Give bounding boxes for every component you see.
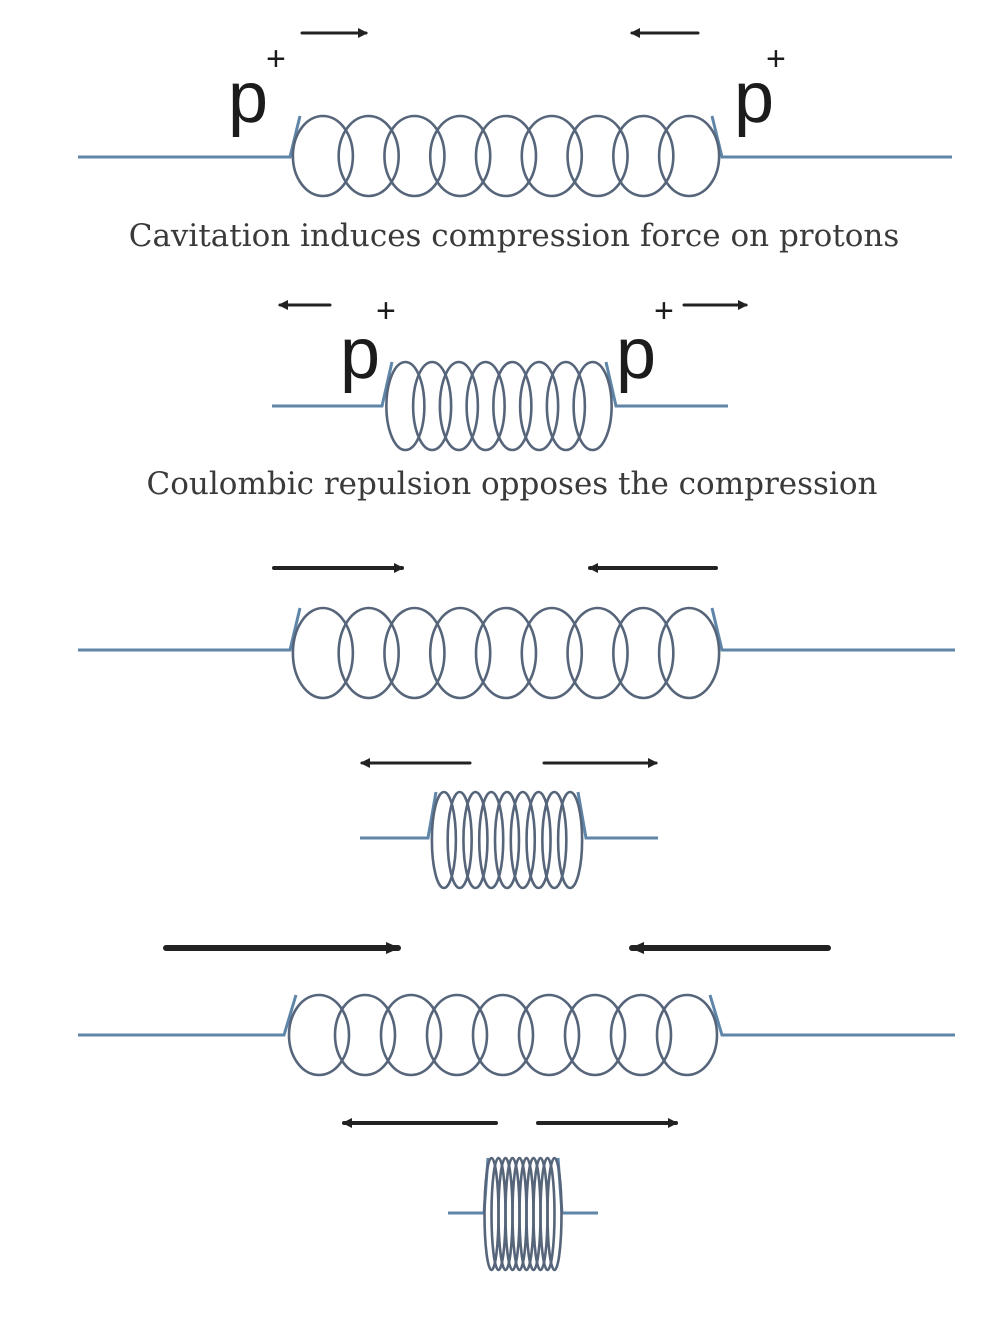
coil-loop [465, 360, 506, 452]
coil-loop [428, 114, 492, 198]
coil-loop [493, 790, 521, 890]
coil-loop [462, 790, 489, 890]
spring-1-relaxed [78, 114, 952, 198]
coil-loop [287, 993, 351, 1077]
coil-loop [446, 790, 473, 890]
coil-loop [657, 606, 721, 700]
spring-3-relaxed [78, 993, 955, 1077]
spring-2-relaxed [78, 606, 955, 700]
coil-loop [566, 606, 629, 700]
wire-left [78, 115, 302, 159]
caption-repulsion: Coulombic repulsion opposes the compress… [147, 466, 878, 502]
proton-charge: + [766, 40, 786, 78]
coil-loop [383, 606, 446, 700]
proton-symbol: p [616, 314, 656, 394]
coil-loop [385, 360, 426, 452]
coil-loop [428, 606, 492, 700]
proton-charge: + [376, 292, 396, 330]
wire-left [272, 361, 394, 408]
panel-2-repulsion: p + p + Coulombic repulsion opposes the … [147, 292, 878, 502]
spring-2-compressed [360, 790, 658, 890]
panel-3 [78, 563, 955, 890]
spring-3-compressed [448, 1156, 598, 1272]
coil-loop [438, 360, 480, 452]
wire-right [556, 1157, 598, 1215]
wire-left [78, 607, 302, 652]
panel-4 [78, 942, 955, 1272]
wire-right [604, 361, 728, 408]
coil-loop [337, 606, 400, 700]
coil-loop [563, 993, 627, 1077]
coil-loop [471, 993, 535, 1077]
coil-loop [517, 993, 581, 1077]
coil-loop [609, 993, 673, 1077]
coil-loop [383, 114, 446, 198]
coil-loop [556, 790, 584, 890]
coil-loop [291, 606, 355, 700]
coil-loop [566, 114, 629, 198]
coil-loop [655, 993, 719, 1077]
coil-loop [509, 790, 537, 890]
coil-loop [657, 114, 721, 198]
proton-symbol: p [734, 58, 774, 138]
proton-symbol: p [228, 58, 268, 138]
coil-loop [291, 114, 355, 198]
coil-loop [545, 360, 587, 452]
coil-loop [541, 790, 568, 890]
wire-right [708, 994, 955, 1037]
wire-left [78, 994, 298, 1037]
coil-loop [492, 360, 533, 452]
coil-loop [520, 114, 584, 198]
coil-loop [525, 790, 552, 890]
coil-loop [612, 114, 675, 198]
spring-1-compressed [272, 360, 728, 452]
coil-loop [474, 114, 538, 198]
proton-left: p + [340, 292, 396, 394]
coil-loop [430, 790, 458, 890]
coil-loop [337, 114, 400, 198]
wire-right [576, 791, 658, 840]
coil-loop [333, 993, 397, 1077]
proton-charge: + [266, 40, 286, 78]
caption-compression: Cavitation induces compression force on … [129, 218, 900, 254]
coil-loop [477, 790, 505, 890]
coil-loop [546, 1156, 563, 1272]
coil-loop [518, 360, 560, 452]
coil-loop [572, 360, 613, 452]
coil-loop [539, 1156, 556, 1272]
wire-left [448, 1157, 490, 1215]
coil-loop [425, 993, 489, 1077]
proton-charge: + [654, 292, 674, 330]
wire-left [360, 791, 438, 840]
coil-loop [612, 606, 675, 700]
panel-1-compression: p + p + Cavitation induces compression f… [78, 28, 952, 254]
proton-left: p + [228, 40, 286, 138]
coil-loop [411, 360, 453, 452]
wire-right [710, 607, 955, 652]
coil-loop [520, 606, 584, 700]
wire-right [710, 115, 952, 159]
proton-symbol: p [340, 314, 380, 394]
coil-loop [474, 606, 538, 700]
proton-right: p + [734, 40, 786, 138]
coil-loop [379, 993, 443, 1077]
proton-right: p + [616, 292, 674, 394]
